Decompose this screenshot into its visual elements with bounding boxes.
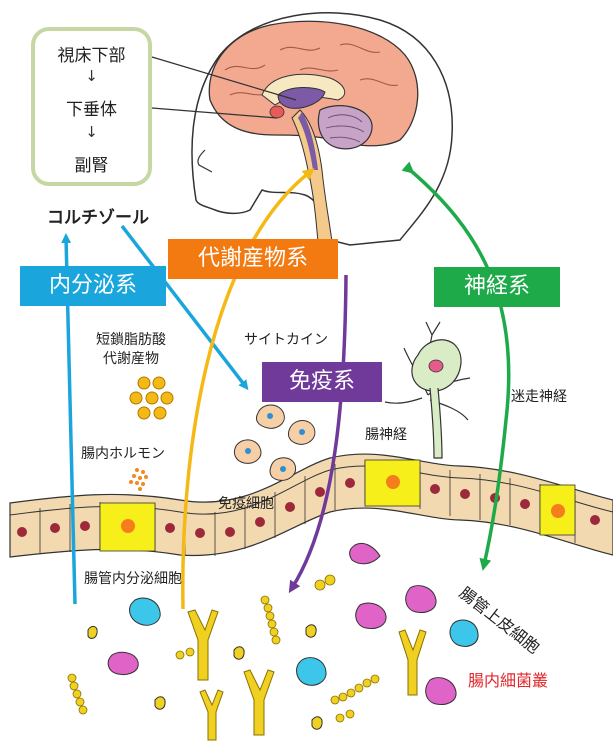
nervous-system-box: 神経系 <box>434 267 560 307</box>
metabolite-arrow <box>181 168 315 610</box>
pituitary-pointer <box>151 107 278 119</box>
enteric-nerve-label: 腸神経 <box>365 427 407 443</box>
gut-microbiota <box>67 542 479 741</box>
scfa-particles <box>129 376 174 420</box>
scfa-label: 短鎖脂肪酸 代謝産物 <box>96 332 166 367</box>
immune-cells-label: 免疫細胞 <box>218 496 274 512</box>
down-arrow-icon: ↓ <box>85 67 98 85</box>
vagus-nerve-label: 迷走神経 <box>511 389 567 405</box>
intestinal-epithelium <box>9 453 613 558</box>
microbiota-label: 腸内細菌叢 <box>468 671 549 690</box>
hypothalamus-pointer <box>151 56 297 101</box>
enteroendocrine-cell-label: 腸管内分泌細胞 <box>84 571 182 587</box>
hypothalamus-label: 視床下部 <box>57 46 126 66</box>
pituitary-label: 下垂体 <box>66 100 117 120</box>
metabolite-system-box: 代謝産物系 <box>168 239 338 279</box>
cytokine-label: サイトカイン <box>244 332 328 348</box>
immune-system-box: 免疫系 <box>262 362 382 402</box>
adrenal-label: 副腎 <box>74 156 109 176</box>
gut-hormone-particles <box>129 468 148 491</box>
cortisol-label: コルチゾール <box>47 208 149 228</box>
nervous-arrow <box>401 161 511 571</box>
cortisol-to-immune-arrow <box>120 224 249 391</box>
hpa-axis-box: 視床下部 ↓ 下垂体 ↓ 副腎 <box>31 27 152 186</box>
brain-illustration <box>208 20 419 243</box>
down-arrow-icon: ↓ <box>85 123 98 141</box>
endocrine-system-box: 内分泌系 <box>20 266 166 306</box>
immune-arrow <box>288 274 348 594</box>
immune-cells <box>233 404 316 481</box>
gut-hormone-label: 腸内ホルモン <box>81 446 165 462</box>
